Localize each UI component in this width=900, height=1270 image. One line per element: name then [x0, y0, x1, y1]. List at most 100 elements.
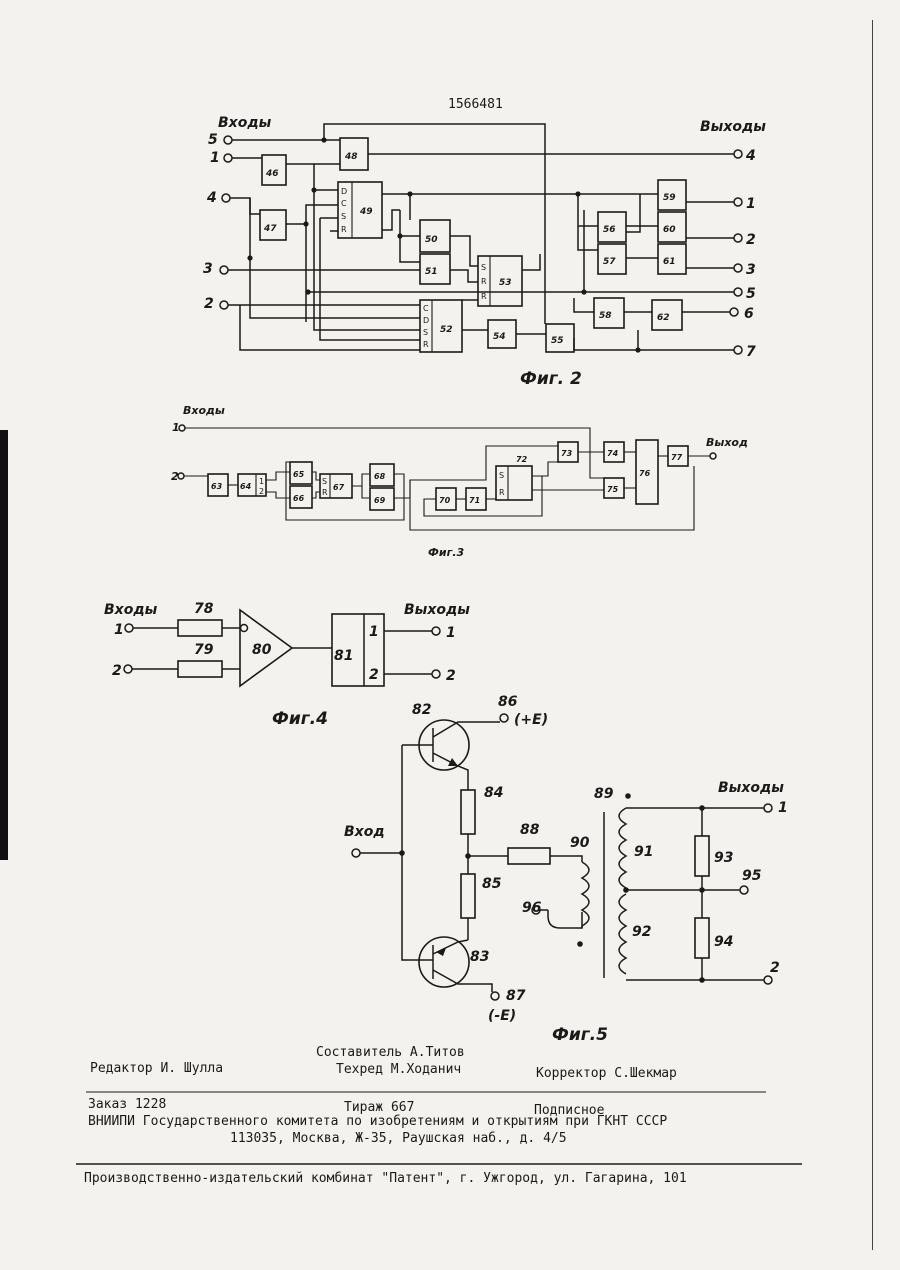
imprint-footer: Составитель А.Титов Редактор И. Шулла Те… [76, 1045, 802, 1186]
figure-3: Входы 1 2 Выход 63 64 1 2 65 66 S R 67 6… [171, 404, 748, 559]
fig5-supply-neg-terminal [491, 992, 499, 1000]
fig2-output-7-label: 7 [746, 344, 756, 360]
fig2-input-3-terminal [220, 266, 228, 274]
fig2-b53-pin-s: S [481, 263, 486, 272]
fig2-output-3-label: 3 [746, 262, 756, 278]
fig4-input-2-label: 2 [112, 663, 122, 679]
fig2-block-61-label: 61 [663, 257, 676, 267]
fig2-block-47-label: 47 [263, 224, 277, 234]
fig4-resistor-79 [178, 661, 222, 677]
fig3-input-2-terminal [178, 473, 184, 479]
fig4-caption: Фиг.4 [272, 709, 328, 729]
fig2-output-2-label: 2 [746, 232, 756, 248]
fig5-primary-winding-90 [582, 862, 589, 926]
fig5-supply-pos-label: (+E) [514, 712, 548, 728]
fig5-resistor-88 [508, 848, 550, 864]
fig2-b52-pin-c: C [423, 304, 429, 313]
fig2-input-4-terminal [222, 194, 230, 202]
fig2-output-2-terminal [734, 234, 742, 242]
fig3-block-72-label: 72 [516, 455, 528, 464]
fig5-label-93: 93 [714, 850, 733, 866]
fig5-label-90: 90 [570, 835, 590, 851]
fig5-label-87: 87 [506, 988, 526, 1004]
fig3-block-67-label: 67 [333, 483, 345, 492]
fig2-input-1-label: 1 [210, 150, 220, 166]
fig5-label-82: 82 [412, 702, 431, 718]
fig2-wire-out7 [574, 338, 734, 350]
fig2-block-49-label: 49 [359, 207, 373, 217]
fig2-input-4-label: 4 [206, 190, 217, 206]
fig4-input-2-terminal [124, 665, 132, 673]
footer-order: Заказ 1228 [88, 1097, 166, 1112]
figure-2: Входы Выходы 5 1 4 3 2 46 47 48 D C S R … [203, 115, 766, 389]
fig2-b53-pin-r1: R [481, 277, 487, 286]
fig3-block-65-label: 65 [293, 470, 305, 479]
fig2-block-58-label: 58 [599, 311, 612, 321]
fig2-output-1-label: 1 [746, 196, 756, 212]
fig2-block-55-label: 55 [551, 336, 564, 346]
fig2-output-6-terminal [730, 308, 738, 316]
fig3-b64-pin-2: 2 [259, 487, 264, 496]
fig5-label-89: 89 [594, 786, 614, 802]
fig2-output-5-label: 5 [746, 286, 756, 302]
footer-publisher: Производственно-издательский комбинат "П… [84, 1171, 687, 1186]
fig2-block-62-label: 62 [657, 313, 670, 323]
fig3-block-69-label: 69 [374, 496, 386, 505]
fig2-block-53-label: 53 [499, 278, 512, 288]
footer-circulation: Тираж 667 [344, 1100, 414, 1115]
fig3-block-66-label: 66 [293, 494, 305, 503]
fig3-b64-pin-1: 1 [259, 477, 264, 486]
fig3-b72-pin-s: S [499, 471, 504, 480]
fig5-resistor-93 [695, 836, 709, 876]
fig4-input-1-label: 1 [114, 622, 124, 638]
fig4-amp-80-label: 80 [252, 642, 272, 658]
fig4-output-1-label: 1 [446, 625, 456, 641]
fig2-block-60-label: 60 [663, 225, 676, 235]
fig3-block-71-label: 71 [469, 496, 480, 505]
footer-address: 113035, Москва, Ж-35, Раушская наб., д. … [230, 1131, 567, 1146]
fig4-outputs-label: Выходы [404, 602, 470, 618]
fig4-output-2-label: 2 [446, 668, 456, 684]
fig3-b72-pin-r: R [499, 488, 505, 497]
fig3-block-64-label: 64 [240, 482, 252, 491]
fig2-output-4-terminal [734, 150, 742, 158]
fig2-input-3-label: 3 [203, 261, 213, 277]
fig5-secondary-winding-92 [619, 894, 626, 974]
fig3-block-77-label: 77 [671, 453, 683, 462]
fig2-output-3-terminal [734, 264, 742, 272]
fig2-input-5-label: 5 [208, 132, 218, 148]
fig2-block-56-label: 56 [603, 225, 616, 235]
fig5-resistor-94 [695, 918, 709, 958]
fig2-b49-pin-s: S [341, 212, 346, 221]
fig5-supply-neg-label: (-E) [488, 1008, 516, 1024]
fig4-input-1-terminal [125, 624, 133, 632]
fig5-label-86: 86 [498, 694, 518, 710]
fig5-label-91: 91 [634, 844, 653, 860]
fig2-input-2-terminal [220, 301, 228, 309]
fig3-b67-pin-s: S [322, 477, 327, 486]
fig2-output-5-terminal [734, 288, 742, 296]
fig5-input-terminal [352, 849, 360, 857]
fig2-input-2-label: 2 [204, 296, 214, 312]
fig2-inputs-label: Входы [218, 115, 272, 131]
fig2-b49-pin-c: C [341, 199, 347, 208]
fig5-output-95-terminal [740, 886, 748, 894]
fig4-block-81-label: 81 [334, 648, 353, 664]
fig3-block-74-label: 74 [607, 449, 619, 458]
fig5-label-84: 84 [484, 785, 503, 801]
fig2-b49-pin-r: R [341, 225, 347, 234]
fig5-output-2-terminal [764, 976, 772, 984]
fig5-supply-pos-terminal [500, 714, 508, 722]
fig2-block-51-label: 51 [425, 267, 438, 277]
fig5-output-1-terminal [764, 804, 772, 812]
fig2-input-1-terminal [224, 154, 232, 162]
fig3-block-63-label: 63 [211, 482, 223, 491]
fig2-block-46-label: 46 [265, 169, 279, 179]
fig2-output-1-terminal [734, 198, 742, 206]
fig5-label-83: 83 [470, 949, 489, 965]
footer-corrector: Корректор С.Шекмар [536, 1066, 677, 1081]
fig2-block-50-label: 50 [425, 235, 438, 245]
fig4-inputs-label: Входы [104, 602, 158, 618]
fig5-output-2-label: 2 [770, 960, 780, 976]
